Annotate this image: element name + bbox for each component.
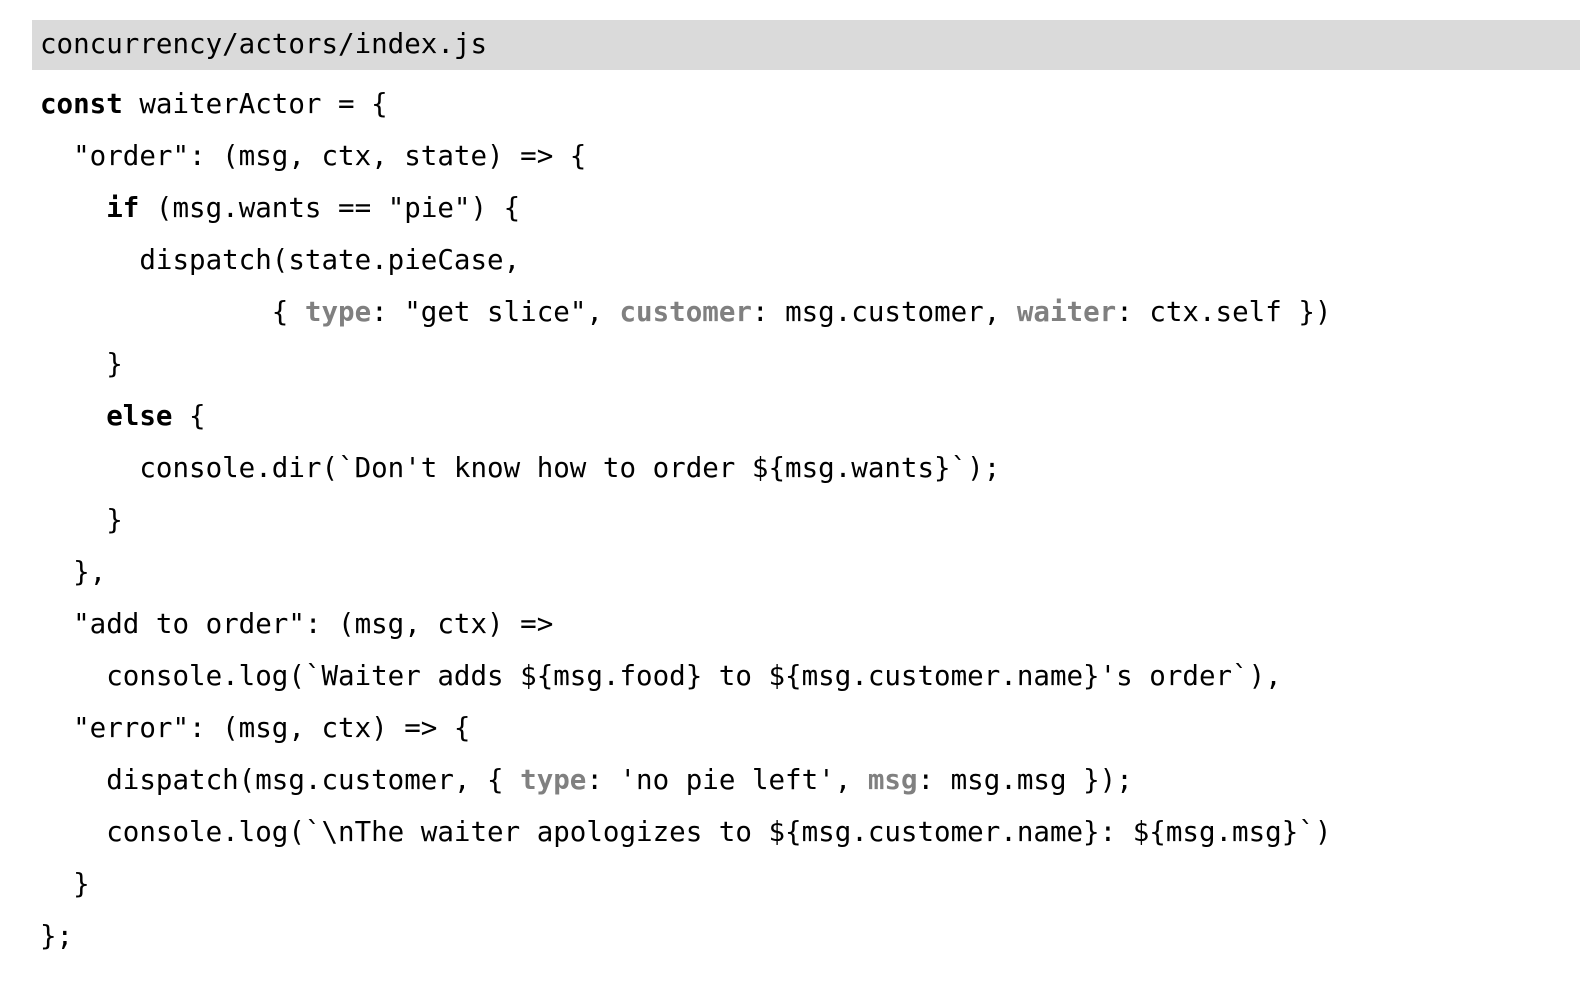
code-line: console.log(`\nThe waiter apologizes to … — [40, 806, 1580, 858]
code-token-plain: }, — [40, 556, 107, 588]
code-token-plain: console.log(`\nThe waiter apologizes to … — [40, 816, 1332, 848]
code-token-plain: }; — [40, 920, 74, 952]
file-path-header: concurrency/actors/index.js — [32, 20, 1580, 70]
code-token-plain: (msg.wants == "pie") { — [139, 192, 521, 224]
file-path-label: concurrency/actors/index.js — [40, 28, 488, 61]
code-token-plain: { — [40, 296, 305, 328]
code-line: }; — [40, 910, 1580, 962]
code-token-plain: : msg.customer, — [751, 296, 1017, 328]
code-token-plain — [40, 400, 106, 432]
code-token-plain — [40, 192, 106, 224]
code-token-plain: { — [172, 400, 206, 432]
code-line: "order": (msg, ctx, state) => { — [40, 130, 1580, 182]
code-token-kw: else — [106, 400, 173, 432]
code-token-key: msg — [867, 764, 918, 796]
code-line: { type: "get slice", customer: msg.custo… — [40, 286, 1580, 338]
code-line: } — [40, 494, 1580, 546]
code-token-plain: : msg.msg }); — [917, 764, 1133, 796]
code-line: } — [40, 858, 1580, 910]
code-line: dispatch(state.pieCase, — [40, 234, 1580, 286]
code-token-plain: : 'no pie left', — [586, 764, 868, 796]
code-token-plain: "order": (msg, ctx, state) => { — [40, 140, 587, 172]
code-token-key: waiter — [1016, 296, 1117, 328]
code-token-key: type — [520, 764, 587, 796]
code-line: console.dir(`Don't know how to order ${m… — [40, 442, 1580, 494]
code-token-plain: console.log(`Waiter adds ${msg.food} to … — [40, 660, 1282, 692]
code-line: "add to order": (msg, ctx) => — [40, 598, 1580, 650]
code-token-kw: const — [40, 88, 123, 120]
code-token-plain: : "get slice", — [371, 296, 620, 328]
code-line: console.log(`Waiter adds ${msg.food} to … — [40, 650, 1580, 702]
code-line: }, — [40, 546, 1580, 598]
code-token-key: customer — [619, 296, 752, 328]
code-token-plain: : ctx.self }) — [1116, 296, 1332, 328]
code-line: if (msg.wants == "pie") { — [40, 182, 1580, 234]
code-block: const waiterActor = { "order": (msg, ctx… — [40, 78, 1580, 982]
code-token-plain: } — [40, 504, 123, 536]
code-line: "error": (msg, ctx) => { — [40, 702, 1580, 754]
code-token-plain: dispatch(state.pieCase, — [40, 244, 521, 276]
code-token-plain: } — [40, 868, 90, 900]
code-line: else { — [40, 390, 1580, 442]
code-line: const waiterActor = { — [40, 78, 1580, 130]
code-token-plain: } — [40, 348, 123, 380]
code-token-plain: "error": (msg, ctx) => { — [40, 712, 471, 744]
code-line: } — [40, 338, 1580, 390]
code-token-key: type — [304, 296, 372, 328]
code-token-kw: if — [106, 192, 140, 224]
code-token-plain: dispatch(msg.customer, { — [40, 764, 521, 796]
code-token-plain: console.dir(`Don't know how to order ${m… — [40, 452, 1001, 484]
code-token-plain: waiterActor = { — [122, 88, 388, 120]
code-line: dispatch(msg.customer, { type: 'no pie l… — [40, 754, 1580, 806]
code-token-plain: "add to order": (msg, ctx) => — [40, 608, 554, 640]
